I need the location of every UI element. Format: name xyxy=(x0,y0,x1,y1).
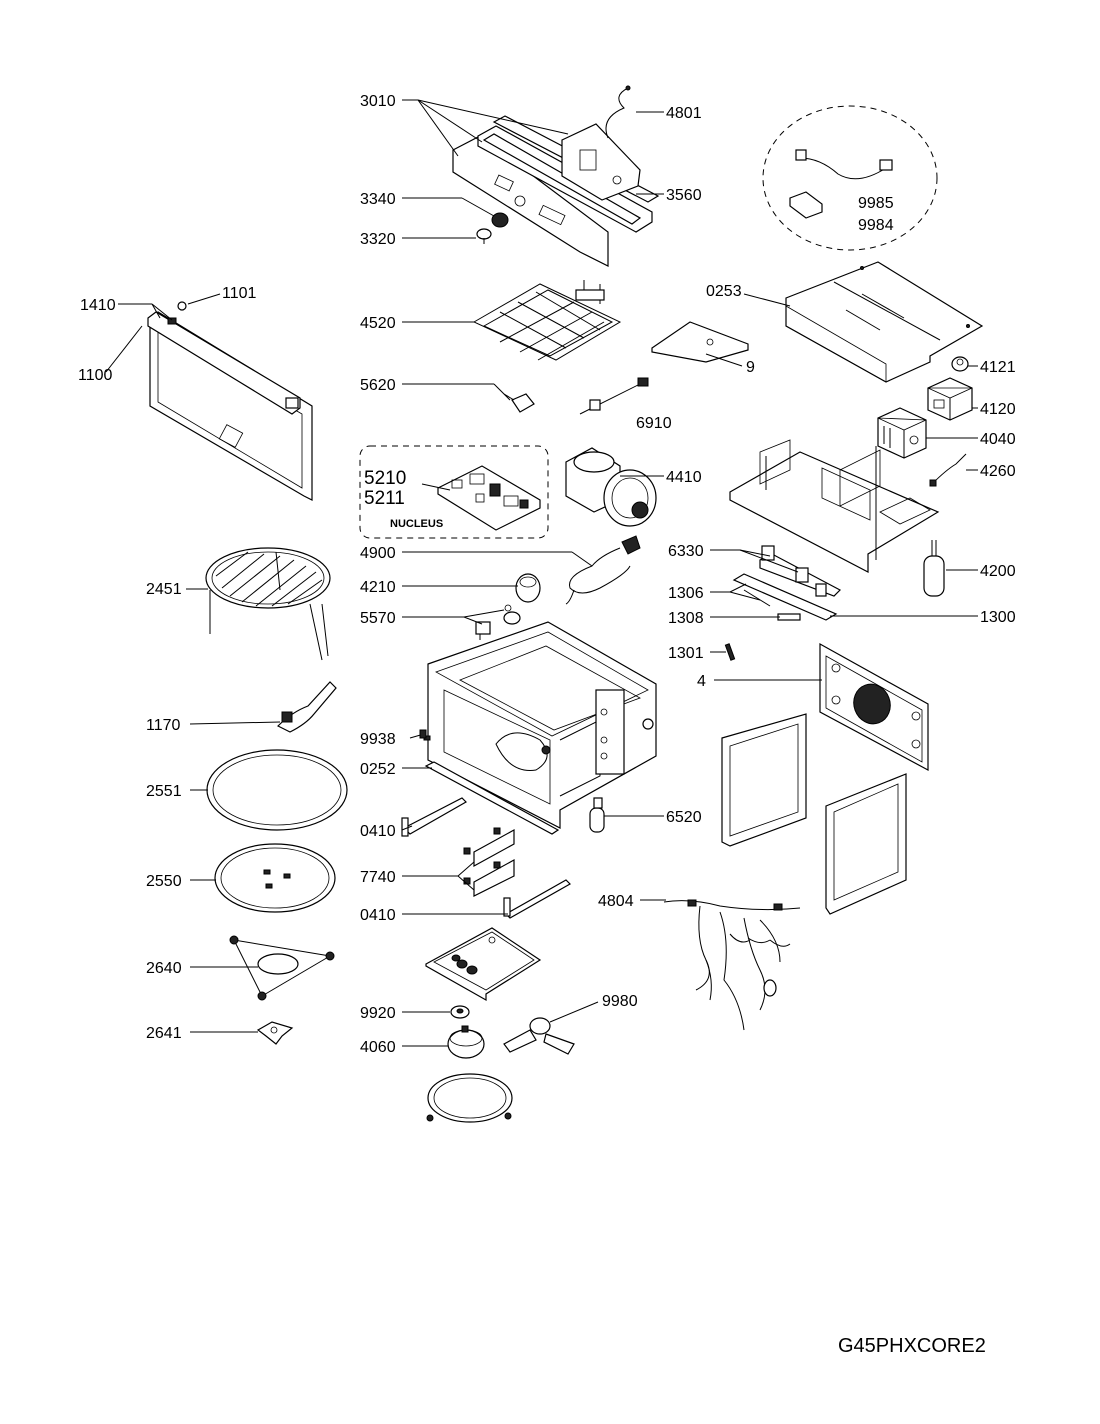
label-1101: 1101 xyxy=(222,285,257,302)
oven-cavity xyxy=(423,621,657,829)
convection-fan-4410 xyxy=(565,447,657,527)
label-5570: 5570 xyxy=(360,610,396,627)
label-2550: 2550 xyxy=(146,873,182,890)
grill-element xyxy=(472,280,622,361)
label-4410: 4410 xyxy=(666,469,702,486)
label-2640: 2640 xyxy=(146,960,182,977)
bracket-7740 xyxy=(463,827,515,897)
label-4: 4 xyxy=(697,673,706,690)
base-tray xyxy=(425,927,542,1002)
label-1410: 1410 xyxy=(80,297,116,314)
label-3340: 3340 xyxy=(360,191,396,208)
magnetron-4040 xyxy=(877,407,927,459)
model-code: G45PHXCORE2 xyxy=(838,1335,986,1357)
slide-0410-upper xyxy=(401,797,467,837)
bracket-9 xyxy=(651,321,749,363)
back-panel-4 xyxy=(819,642,929,772)
label-4801: 4801 xyxy=(666,105,702,122)
label-1306: 1306 xyxy=(668,585,704,602)
label-4060: 4060 xyxy=(360,1039,396,1056)
label-7740: 7740 xyxy=(360,869,396,886)
label-0253: 0253 xyxy=(706,283,742,300)
spacer-9920 xyxy=(450,1005,470,1019)
label-4260: 4260 xyxy=(980,463,1016,480)
label-4520: 4520 xyxy=(360,315,396,332)
label-4121: 4121 xyxy=(980,359,1016,376)
label-1301: 1301 xyxy=(668,645,704,662)
sensor-6910 xyxy=(579,377,649,415)
nucleus-board-box xyxy=(359,445,549,539)
label-5210: 5210 xyxy=(364,468,406,489)
motor-4210 xyxy=(515,573,541,603)
label-4120: 4120 xyxy=(980,401,1016,418)
wiring-harness-4804 xyxy=(663,899,801,1031)
wire-4260 xyxy=(929,453,967,487)
label-2641: 2641 xyxy=(146,1025,182,1042)
roller-2640 xyxy=(229,935,335,1001)
label-5211: 5211 xyxy=(364,488,405,509)
transformer-4120 xyxy=(927,377,973,421)
label-6520: 6520 xyxy=(666,809,702,826)
label-6910: 6910 xyxy=(636,415,672,432)
mount-ring xyxy=(426,1073,513,1123)
capacitor-4200 xyxy=(923,540,945,597)
ring-2551 xyxy=(206,749,348,831)
side-panel-left xyxy=(721,713,807,847)
top-cover xyxy=(785,261,984,383)
label-0410-lower: 0410 xyxy=(360,907,396,924)
label-0252: 0252 xyxy=(360,761,396,778)
slide-0410-lower xyxy=(503,879,571,919)
leader-lines xyxy=(105,99,978,1047)
sensor-5620 xyxy=(503,393,535,413)
label-4900: 4900 xyxy=(360,545,396,562)
choke-4121 xyxy=(951,356,969,372)
nucleus-label: NUCLEUS xyxy=(390,518,443,530)
label-1300: 1300 xyxy=(980,609,1016,626)
side-panel-right xyxy=(825,773,907,915)
label-9920: 9920 xyxy=(360,1005,396,1022)
label-9938: 9938 xyxy=(360,731,396,748)
label-4200: 4200 xyxy=(980,563,1016,580)
label-1170: 1170 xyxy=(146,717,181,734)
label-2551: 2551 xyxy=(146,783,182,800)
label-9985: 9985 xyxy=(858,195,894,212)
plate-2550 xyxy=(214,843,336,913)
handle-1170 xyxy=(276,681,337,733)
label-2451: 2451 xyxy=(146,581,182,598)
label-3320: 3320 xyxy=(360,231,396,248)
part-labels: 3010 4801 3560 3340 3320 9985 9984 1410 … xyxy=(78,93,1016,1056)
label-4210: 4210 xyxy=(360,579,396,596)
control-panel-assembly xyxy=(452,85,660,267)
label-3010: 3010 xyxy=(360,93,396,110)
stirrer-9980 xyxy=(503,1017,575,1055)
coupler-2641 xyxy=(256,1021,294,1045)
label-9984: 9984 xyxy=(858,217,894,234)
oven-rack-2451 xyxy=(205,547,331,661)
label-9: 9 xyxy=(746,359,755,376)
label-6330: 6330 xyxy=(668,543,704,560)
label-5620: 5620 xyxy=(360,377,396,394)
screw-9938 xyxy=(409,729,427,739)
label-3560: 3560 xyxy=(666,187,702,204)
switch-bracket-1300 xyxy=(724,545,841,661)
power-cord-4900 xyxy=(565,535,641,605)
label-1100: 1100 xyxy=(78,367,113,384)
base-chassis xyxy=(729,439,940,573)
door-assembly xyxy=(147,301,313,501)
thermostat-5570 xyxy=(475,604,521,640)
rail-0252 xyxy=(424,761,560,835)
label-4804: 4804 xyxy=(598,893,634,910)
label-9980: 9980 xyxy=(602,993,638,1010)
fuse-6520 xyxy=(589,797,605,833)
optional-parts-group xyxy=(762,105,938,251)
motor-4060 xyxy=(447,1025,485,1059)
label-0410-upper: 0410 xyxy=(360,823,396,840)
label-1308: 1308 xyxy=(668,610,704,627)
label-4040: 4040 xyxy=(980,431,1016,448)
